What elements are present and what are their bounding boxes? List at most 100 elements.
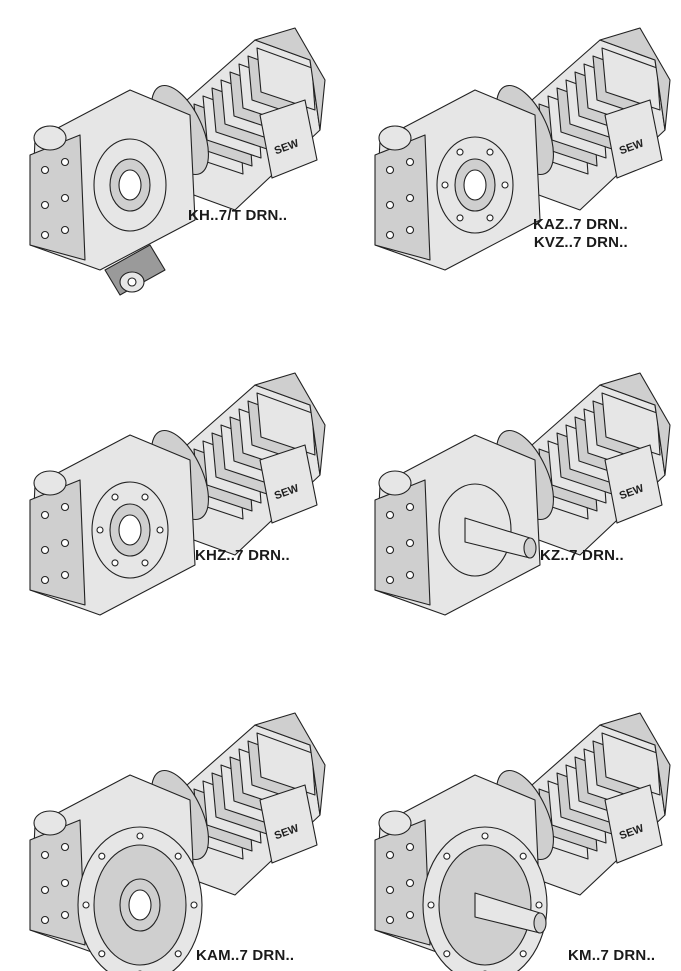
cooling-fin <box>601 47 661 111</box>
cooling-fin <box>256 732 316 796</box>
flange-bolt-hole <box>156 526 164 534</box>
cooling-fin <box>256 47 316 111</box>
screw <box>40 165 50 175</box>
model-label-kam: KAM..7 DRN.. <box>196 947 295 964</box>
flange-bolt-hole <box>141 559 149 567</box>
fan-cover <box>599 27 671 131</box>
screw <box>60 225 70 235</box>
terminal-box <box>259 784 318 864</box>
screw <box>405 910 415 920</box>
cooling-fin <box>601 732 661 796</box>
screw <box>40 510 50 520</box>
input-boss <box>33 470 67 496</box>
screw <box>40 200 50 210</box>
screw <box>405 538 415 548</box>
screw <box>40 545 50 555</box>
screw <box>385 915 395 925</box>
model-label-kh-t: KH..7/T DRN.. <box>188 207 288 224</box>
motor-group: SEW <box>374 372 671 616</box>
screw <box>405 193 415 203</box>
terminal-box <box>604 784 663 864</box>
flange-bolt-hole <box>441 181 449 189</box>
screw <box>40 230 50 240</box>
model-label-kz: KZ..7 DRN.. <box>540 547 624 564</box>
model-label-khz: KHZ..7 DRN.. <box>195 547 290 564</box>
input-boss <box>378 125 412 151</box>
flange-bolt-hole <box>96 526 104 534</box>
motor-group: SEW <box>374 712 671 971</box>
screw <box>385 165 395 175</box>
screw <box>385 575 395 585</box>
fan-cover <box>254 712 326 816</box>
flange-bolt-hole <box>486 148 494 156</box>
gear-housing-side <box>29 134 86 261</box>
model-label-kaz-kvz: KAZ..7 DRN.. KVZ..7 DRN.. <box>533 216 628 251</box>
screw <box>60 538 70 548</box>
flange-bolt-hole <box>111 559 119 567</box>
flange-bolt-hole <box>136 832 144 840</box>
terminal-box <box>259 99 318 179</box>
flange-bolt-hole <box>190 901 198 909</box>
screw <box>60 878 70 888</box>
flange-bolt-hole <box>481 832 489 840</box>
fan-cover <box>599 372 671 476</box>
gear-motor-km: SEW <box>365 705 675 971</box>
gear-housing-side <box>29 479 86 606</box>
screw <box>60 157 70 167</box>
flange-bolt-hole <box>501 181 509 189</box>
hollow-bore <box>463 169 487 201</box>
screw <box>40 575 50 585</box>
flange-bolt-hole <box>443 950 451 958</box>
screw <box>40 885 50 895</box>
screw <box>60 910 70 920</box>
shaft-end <box>533 912 547 934</box>
shaft-end <box>523 537 537 559</box>
terminal-box <box>604 444 663 524</box>
flange-bolt-hole <box>486 214 494 222</box>
gear-motor-illustration: SEW <box>29 712 326 971</box>
terminal-box <box>259 444 318 524</box>
flange-bolt-hole <box>456 214 464 222</box>
flange-bolt-hole <box>98 852 106 860</box>
flange-bolt-hole <box>535 901 543 909</box>
gear-motor-illustration: SEW <box>29 372 326 616</box>
gear-housing-side <box>374 479 431 606</box>
flange-bolt-hole <box>174 852 182 860</box>
input-boss <box>33 125 67 151</box>
flange-bolt-hole <box>519 852 527 860</box>
hollow-bore <box>118 169 142 201</box>
flange-bolt-hole <box>174 950 182 958</box>
screw <box>40 850 50 860</box>
gear-motor-illustration: SEW <box>374 372 671 616</box>
flange-bolt-hole <box>443 852 451 860</box>
gear-motor-kh-t: SEW <box>20 20 340 310</box>
motor-group: SEW <box>29 372 326 616</box>
screw <box>385 885 395 895</box>
gear-motor-kaz-kvz: SEW <box>365 20 675 310</box>
torque-arm-hole <box>127 277 137 287</box>
hollow-bore <box>118 514 142 546</box>
flange-bolt-hole <box>519 950 527 958</box>
gear-motor-illustration: SEW <box>374 27 671 271</box>
input-boss <box>378 810 412 836</box>
gear-motor-kam: SEW <box>20 705 340 971</box>
screw <box>40 915 50 925</box>
motor-group: SEW <box>374 27 671 271</box>
screw <box>405 570 415 580</box>
screw <box>385 850 395 860</box>
flange-bolt-hole <box>82 901 90 909</box>
screw <box>405 502 415 512</box>
fan-cover <box>599 712 671 816</box>
screw <box>405 157 415 167</box>
flange-bolt-hole <box>141 493 149 501</box>
screw <box>385 545 395 555</box>
gear-housing-side <box>374 134 431 261</box>
screw <box>385 510 395 520</box>
screw <box>385 200 395 210</box>
cooling-fin <box>256 392 316 456</box>
screw <box>60 193 70 203</box>
screw <box>405 225 415 235</box>
screw <box>405 842 415 852</box>
screw <box>405 878 415 888</box>
fan-cover <box>254 372 326 476</box>
